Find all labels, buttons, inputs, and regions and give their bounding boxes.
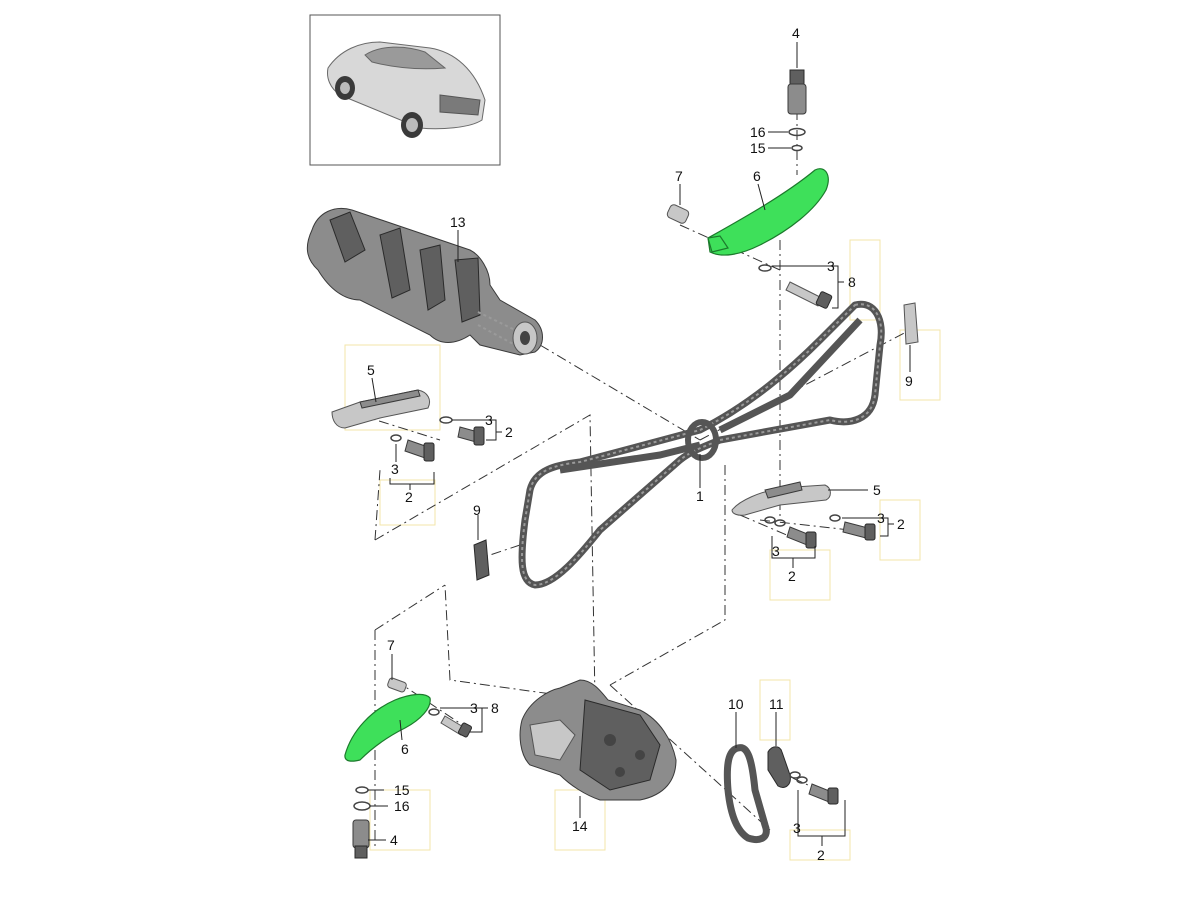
callout-8-bottom: 8 <box>491 700 499 716</box>
timing-chain <box>518 300 885 589</box>
callout-2-d: 2 <box>788 568 796 584</box>
callout-3-c: 3 <box>391 461 399 477</box>
crankshaft <box>306 207 543 356</box>
callout-4-bottom: 4 <box>390 832 398 848</box>
callout-4-top: 4 <box>792 25 800 41</box>
callout-6-top: 6 <box>753 168 761 184</box>
slide-piece-right <box>903 302 919 345</box>
oil-pump-chain <box>723 744 770 843</box>
bolt-top <box>758 264 833 309</box>
callout-2-a: 2 <box>505 424 513 440</box>
leader-lines <box>368 42 911 846</box>
callout-1: 1 <box>696 488 704 504</box>
chain-guide-bottom-highlight <box>344 693 431 762</box>
callout-7-bottom: 7 <box>387 637 395 653</box>
callout-14: 14 <box>572 818 588 834</box>
guide-pin-top <box>666 204 690 224</box>
callout-2-b: 2 <box>405 489 413 505</box>
callout-7-top: 7 <box>675 168 683 184</box>
callout-11: 11 <box>769 696 784 712</box>
callout-3-f: 3 <box>470 700 478 716</box>
small-tensioner <box>767 746 839 805</box>
callout-3-e: 3 <box>772 543 780 559</box>
callout-13: 13 <box>450 214 466 230</box>
tensioner-bottom <box>352 786 371 859</box>
car-thumbnail <box>309 14 501 166</box>
callout-3-a: 3 <box>827 258 835 274</box>
callout-15-bottom: 15 <box>394 782 410 798</box>
callout-6-bottom: 6 <box>401 741 409 757</box>
callout-16-bottom: 16 <box>394 798 410 814</box>
oil-pump <box>519 679 677 801</box>
callout-15-top: 15 <box>750 140 766 156</box>
callout-3-d: 3 <box>877 510 885 526</box>
callout-3-b: 3 <box>485 412 493 428</box>
callout-labels: 4 16 15 7 6 13 3 8 9 5 3 2 3 2 1 5 3 2 3… <box>367 25 913 863</box>
callout-8-top: 8 <box>848 274 856 290</box>
callout-16-top: 16 <box>750 124 766 140</box>
slide-piece-middle <box>473 539 490 581</box>
bolt-bottom <box>428 708 473 738</box>
guide-rail-right <box>731 481 876 549</box>
guide-pin-bottom <box>387 677 407 693</box>
guide-rail-left <box>331 389 485 462</box>
callout-3-g: 3 <box>793 820 801 836</box>
callout-5-right: 5 <box>873 482 881 498</box>
callout-9-middle: 9 <box>473 502 481 518</box>
callout-2-c: 2 <box>897 516 905 532</box>
callout-10: 10 <box>728 696 744 712</box>
callout-5-left: 5 <box>367 362 375 378</box>
chain-guide-top-highlight <box>707 168 829 256</box>
callout-2-e: 2 <box>817 847 825 863</box>
callout-9-right: 9 <box>905 373 913 389</box>
tensioner-top <box>787 69 807 152</box>
